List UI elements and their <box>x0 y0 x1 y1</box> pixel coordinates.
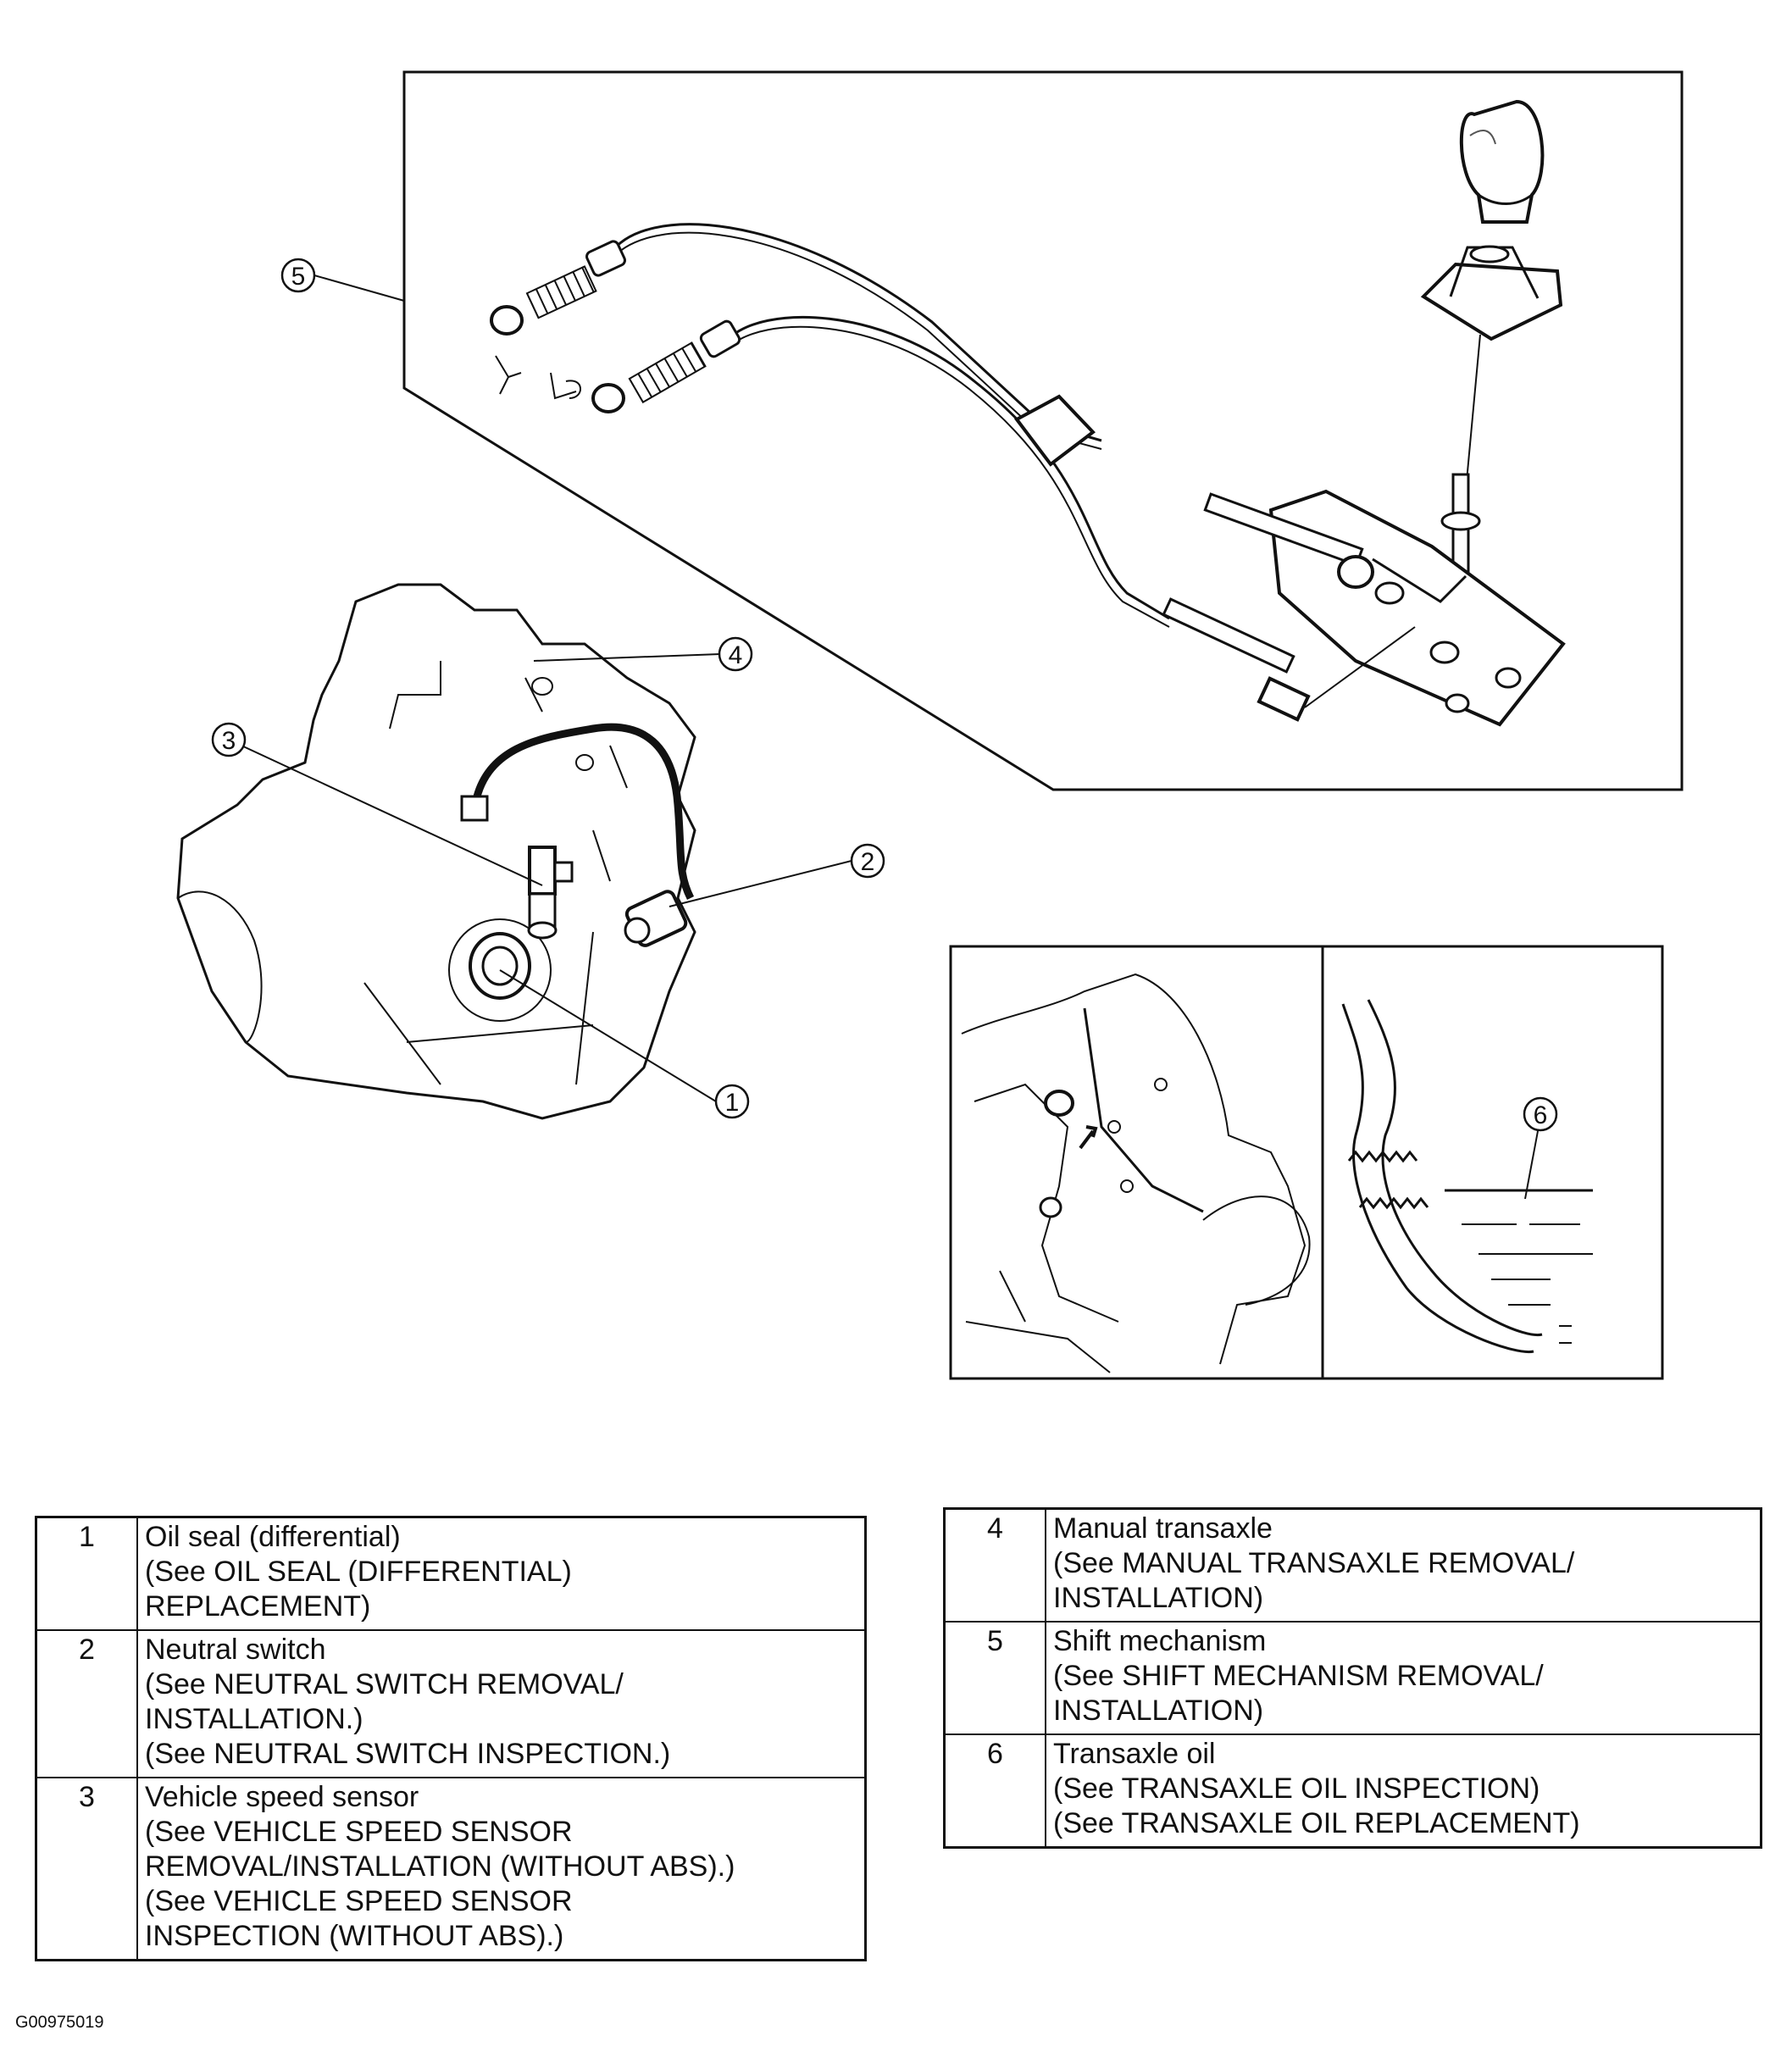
legend-row: 3 Vehicle speed sensor (See VEHICLE SPEE… <box>35 1777 867 1961</box>
svg-text:2: 2 <box>861 848 875 876</box>
legend-line: Oil seal (differential) <box>145 1521 401 1553</box>
transaxle-assembly <box>176 583 852 1120</box>
legend-description: Transaxle oil (See TRANSAXLE OIL INSPECT… <box>1045 1733 1762 1849</box>
legend-description: Neutral switch (See NEUTRAL SWITCH REMOV… <box>136 1629 867 1778</box>
callout-4: 4 <box>718 636 753 672</box>
svg-text:5: 5 <box>291 263 306 291</box>
legend-description: Manual transaxle (See MANUAL TRANSAXLE R… <box>1045 1507 1762 1623</box>
legend-row: 1 Oil seal (differential) (See OIL SEAL … <box>35 1516 867 1631</box>
svg-text:3: 3 <box>222 727 236 755</box>
legend-line: INSTALLATION.) <box>145 1703 363 1735</box>
legend-line: (See SHIFT MECHANISM REMOVAL/ <box>1053 1660 1544 1692</box>
callout-2: 2 <box>850 843 885 879</box>
callout-5: 5 <box>280 258 316 293</box>
callout-3: 3 <box>211 722 247 757</box>
legend-line: Manual transaxle <box>1053 1512 1273 1545</box>
legend-number: 1 <box>35 1516 138 1631</box>
legend-row: 5 Shift mechanism (See SHIFT MECHANISM R… <box>943 1621 1762 1735</box>
legend-line: Vehicle speed sensor <box>145 1781 419 1813</box>
legend-line: Shift mechanism <box>1053 1625 1267 1657</box>
shift-mechanism-panel <box>313 70 1684 791</box>
legend-description: Shift mechanism (See SHIFT MECHANISM REM… <box>1045 1621 1762 1735</box>
legend-line: REMOVAL/INSTALLATION (WITHOUT ABS).) <box>145 1850 735 1883</box>
legend-line: INSTALLATION) <box>1053 1582 1264 1614</box>
legend-line: (See NEUTRAL SWITCH REMOVAL/ <box>145 1668 624 1700</box>
svg-text:1: 1 <box>725 1089 740 1117</box>
legend-line: Transaxle oil <box>1053 1738 1216 1770</box>
callout-1: 1 <box>714 1084 750 1119</box>
legend-row: 4 Manual transaxle (See MANUAL TRANSAXLE… <box>943 1507 1762 1623</box>
legend-description: Oil seal (differential) (See OIL SEAL (D… <box>136 1516 867 1631</box>
legend-line: (See OIL SEAL (DIFFERENTIAL) <box>145 1556 572 1588</box>
legend-line: (See VEHICLE SPEED SENSOR <box>145 1885 573 1917</box>
legend-line: (See NEUTRAL SWITCH INSPECTION.) <box>145 1738 671 1770</box>
legend-line: REPLACEMENT) <box>145 1590 371 1623</box>
legend-line: INSTALLATION) <box>1053 1695 1264 1727</box>
legend-line: Neutral switch <box>145 1634 326 1666</box>
legend-number: 6 <box>943 1733 1046 1849</box>
figure-code: G00975019 <box>15 2013 104 2032</box>
legend-number: 5 <box>943 1621 1046 1735</box>
svg-text:6: 6 <box>1534 1101 1548 1129</box>
callout-6: 6 <box>1523 1096 1558 1132</box>
svg-text:4: 4 <box>729 641 743 669</box>
shift-base <box>1268 489 1566 727</box>
shift-knob <box>1459 99 1545 224</box>
legend-line: (See VEHICLE SPEED SENSOR <box>145 1816 573 1848</box>
legend-table-left: 1 Oil seal (differential) (See OIL SEAL … <box>35 1516 867 1961</box>
legend-table-right: 4 Manual transaxle (See MANUAL TRANSAXLE… <box>943 1507 1762 1849</box>
legend-description: Vehicle speed sensor (See VEHICLE SPEED … <box>136 1777 867 1961</box>
legend-line: (See TRANSAXLE OIL REPLACEMENT) <box>1053 1807 1580 1839</box>
legend-number: 3 <box>35 1777 138 1961</box>
exploded-diagram: 1 2 3 4 5 6 <box>176 70 1684 1380</box>
legend-row: 2 Neutral switch (See NEUTRAL SWITCH REM… <box>35 1629 867 1778</box>
legend-line: INSPECTION (WITHOUT ABS).) <box>145 1920 564 1952</box>
legend-line: (See TRANSAXLE OIL INSPECTION) <box>1053 1772 1540 1805</box>
legend-line: (See MANUAL TRANSAXLE REMOVAL/ <box>1053 1547 1575 1579</box>
legend-row: 6 Transaxle oil (See TRANSAXLE OIL INSPE… <box>943 1733 1762 1849</box>
legend-number: 2 <box>35 1629 138 1778</box>
oil-inspection-panel <box>949 945 1664 1380</box>
legend-number: 4 <box>943 1507 1046 1623</box>
shift-boot <box>1420 245 1563 341</box>
